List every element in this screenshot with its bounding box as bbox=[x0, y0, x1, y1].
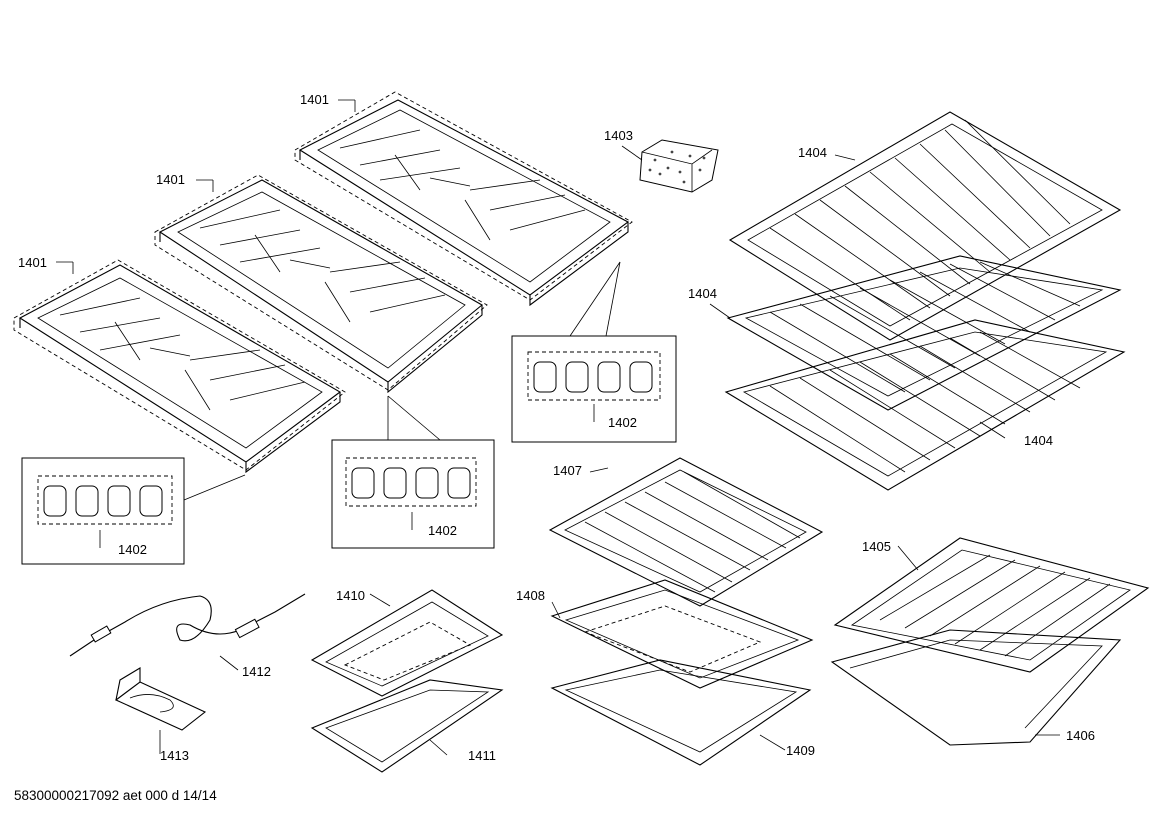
broil-pan bbox=[830, 629, 1122, 746]
label-pan-small: 1411 bbox=[468, 748, 496, 763]
label-bumpers-1: 1402 bbox=[118, 542, 147, 557]
label-pan-large: 1409 bbox=[786, 743, 815, 758]
wire-rack bbox=[548, 457, 824, 607]
label-probe: 1412 bbox=[242, 664, 271, 679]
label-perforated-pan: 1410 bbox=[336, 588, 365, 603]
label-rack-bottom: 1404 bbox=[1024, 433, 1053, 448]
bumpers-box-3 bbox=[511, 261, 677, 443]
label-bumpers-2: 1402 bbox=[428, 523, 457, 538]
meat-probe bbox=[69, 593, 306, 671]
grate-middle bbox=[154, 174, 488, 394]
label-holder: 1413 bbox=[160, 748, 189, 763]
probe-holder bbox=[114, 667, 207, 754]
perforated-pan bbox=[310, 589, 504, 697]
label-steam-tray: 1408 bbox=[516, 588, 545, 603]
label-grate-rear: 1401 bbox=[300, 92, 329, 107]
bumpers-box-1 bbox=[21, 457, 246, 565]
pan-small bbox=[310, 679, 504, 773]
broil-grid bbox=[833, 537, 1150, 673]
label-grate-middle: 1401 bbox=[156, 172, 185, 187]
grate-front bbox=[13, 259, 346, 474]
bumpers-box-2 bbox=[331, 395, 495, 549]
label-bumpers-3: 1402 bbox=[608, 415, 637, 430]
sponge-illustration bbox=[621, 139, 719, 193]
label-broil-grid: 1405 bbox=[862, 539, 891, 554]
label-grate-front: 1401 bbox=[18, 255, 47, 270]
document-reference: 58300000217092 aet 000 d 14/14 bbox=[14, 788, 217, 803]
label-wire-rack: 1407 bbox=[553, 463, 582, 478]
label-rack-middle: 1404 bbox=[688, 286, 717, 301]
label-sponge: 1403 bbox=[604, 128, 633, 143]
oven-rack-top bbox=[728, 111, 1122, 341]
oven-rack-middle bbox=[709, 255, 1122, 411]
label-rack-top: 1404 bbox=[798, 145, 827, 160]
oven-rack-bottom bbox=[724, 319, 1126, 491]
steam-tray bbox=[550, 579, 814, 689]
grate-rear bbox=[294, 91, 633, 307]
label-broil-pan: 1406 bbox=[1066, 728, 1095, 743]
pan-large bbox=[550, 659, 812, 766]
